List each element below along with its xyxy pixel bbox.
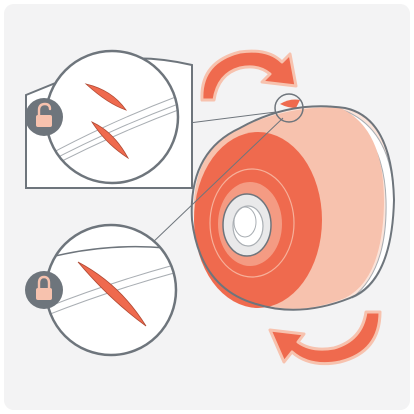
- roll-core-hole: [233, 206, 263, 246]
- locked-padlock-icon: [25, 271, 63, 309]
- unlocked-padlock-icon: [25, 98, 63, 136]
